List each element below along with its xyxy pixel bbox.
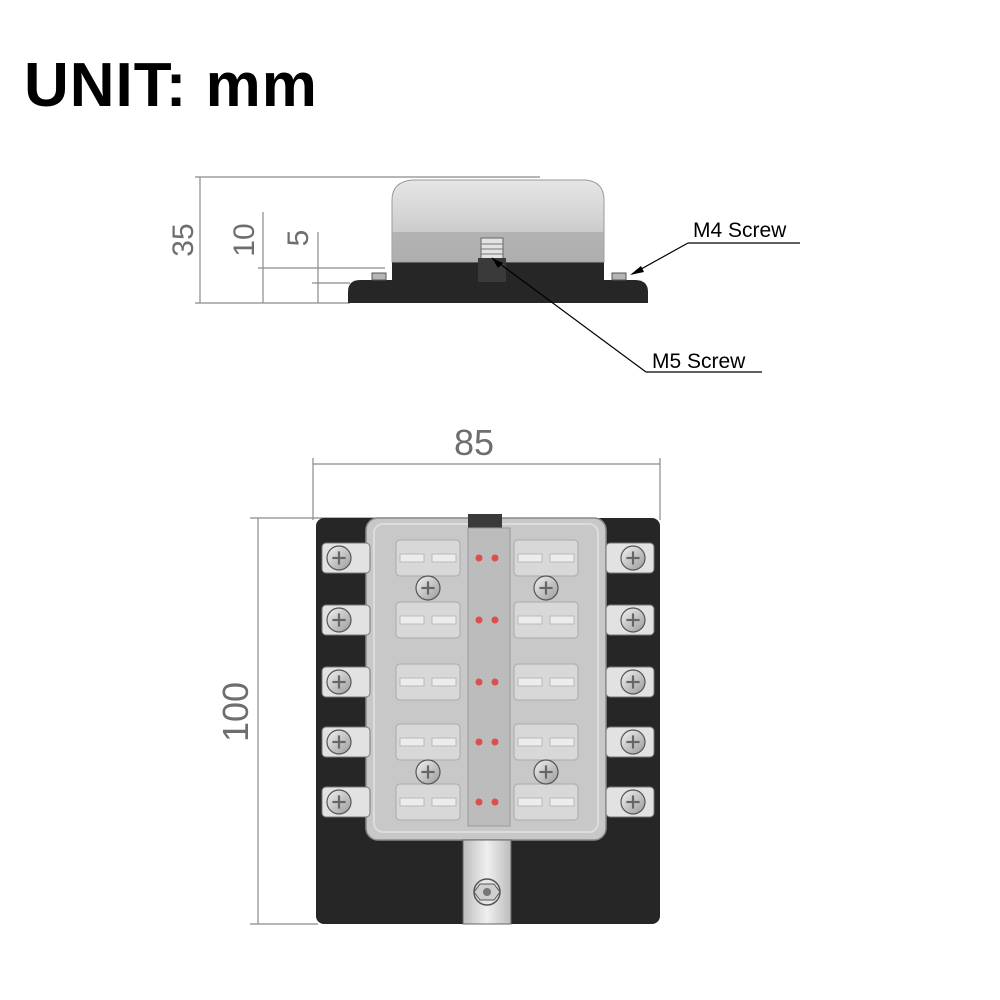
terminal-screw-right-2 xyxy=(620,607,646,633)
terminal-right-5 xyxy=(605,786,655,818)
fuse-slot-right-2 xyxy=(513,601,579,639)
terminal-screws xyxy=(321,542,655,818)
terminal-screw-right-4 xyxy=(620,729,646,755)
fuse-slot-left-4 xyxy=(395,723,461,761)
unit-title: UNIT: mm xyxy=(24,51,318,120)
ground-stud-tab xyxy=(462,839,512,925)
led-indicator-1 xyxy=(475,554,499,562)
terminal-screw-left-2 xyxy=(326,607,352,633)
cover-screws xyxy=(415,575,559,785)
terminal-screw-left-1 xyxy=(326,545,352,571)
led-indicator-3 xyxy=(475,678,499,686)
terminal-right-3 xyxy=(605,666,655,698)
side-base-plate xyxy=(348,280,648,303)
top-view: 85 100 xyxy=(215,422,661,925)
dimension-cover-height: 10 xyxy=(228,223,261,256)
fuse-slots xyxy=(395,539,579,821)
fuse-slot-right-3 xyxy=(513,663,579,701)
terminal-screw-right-1 xyxy=(620,545,646,571)
terminal-right-2 xyxy=(605,604,655,636)
led-indicator-5 xyxy=(475,798,499,806)
m5-stud xyxy=(478,237,506,282)
fuse-slot-left-2 xyxy=(395,601,461,639)
led-indicator-2 xyxy=(475,616,499,624)
terminal-left-2 xyxy=(321,604,371,636)
terminal-right-1 xyxy=(605,542,655,574)
dimension-width: 85 xyxy=(454,422,494,463)
terminal-left-3 xyxy=(321,666,371,698)
callout-m5-screw: M5 Screw xyxy=(652,350,746,373)
cover-screw-2 xyxy=(533,575,559,601)
terminal-left-5 xyxy=(321,786,371,818)
terminal-screw-left-4 xyxy=(326,729,352,755)
side-view: 35 10 5 xyxy=(167,176,800,373)
terminal-screw-left-5 xyxy=(326,789,352,815)
terminal-right-4 xyxy=(605,726,655,758)
cover-screw-1 xyxy=(415,575,441,601)
center-bus-bar xyxy=(467,527,511,827)
dimension-total-height: 35 xyxy=(167,223,200,256)
fuse-slot-right-5 xyxy=(513,783,579,821)
led-indicator-4 xyxy=(475,738,499,746)
cover-screw-3 xyxy=(415,759,441,785)
callout-m4-screw: M4 Screw xyxy=(693,219,787,242)
fuse-slot-right-4 xyxy=(513,723,579,761)
terminal-screw-right-5 xyxy=(620,789,646,815)
dimension-height: 100 xyxy=(215,682,256,742)
fuse-indicator-leds xyxy=(475,554,499,806)
fuse-slot-left-3 xyxy=(395,663,461,701)
terminal-left-1 xyxy=(321,542,371,574)
terminal-screw-left-3 xyxy=(326,669,352,695)
dimension-base-height: 5 xyxy=(282,230,315,247)
fuse-slot-left-1 xyxy=(395,539,461,577)
fuse-slot-left-5 xyxy=(395,783,461,821)
terminal-screw-right-3 xyxy=(620,669,646,695)
terminal-left-4 xyxy=(321,726,371,758)
fuse-slot-right-1 xyxy=(513,539,579,577)
cover-screw-4 xyxy=(533,759,559,785)
